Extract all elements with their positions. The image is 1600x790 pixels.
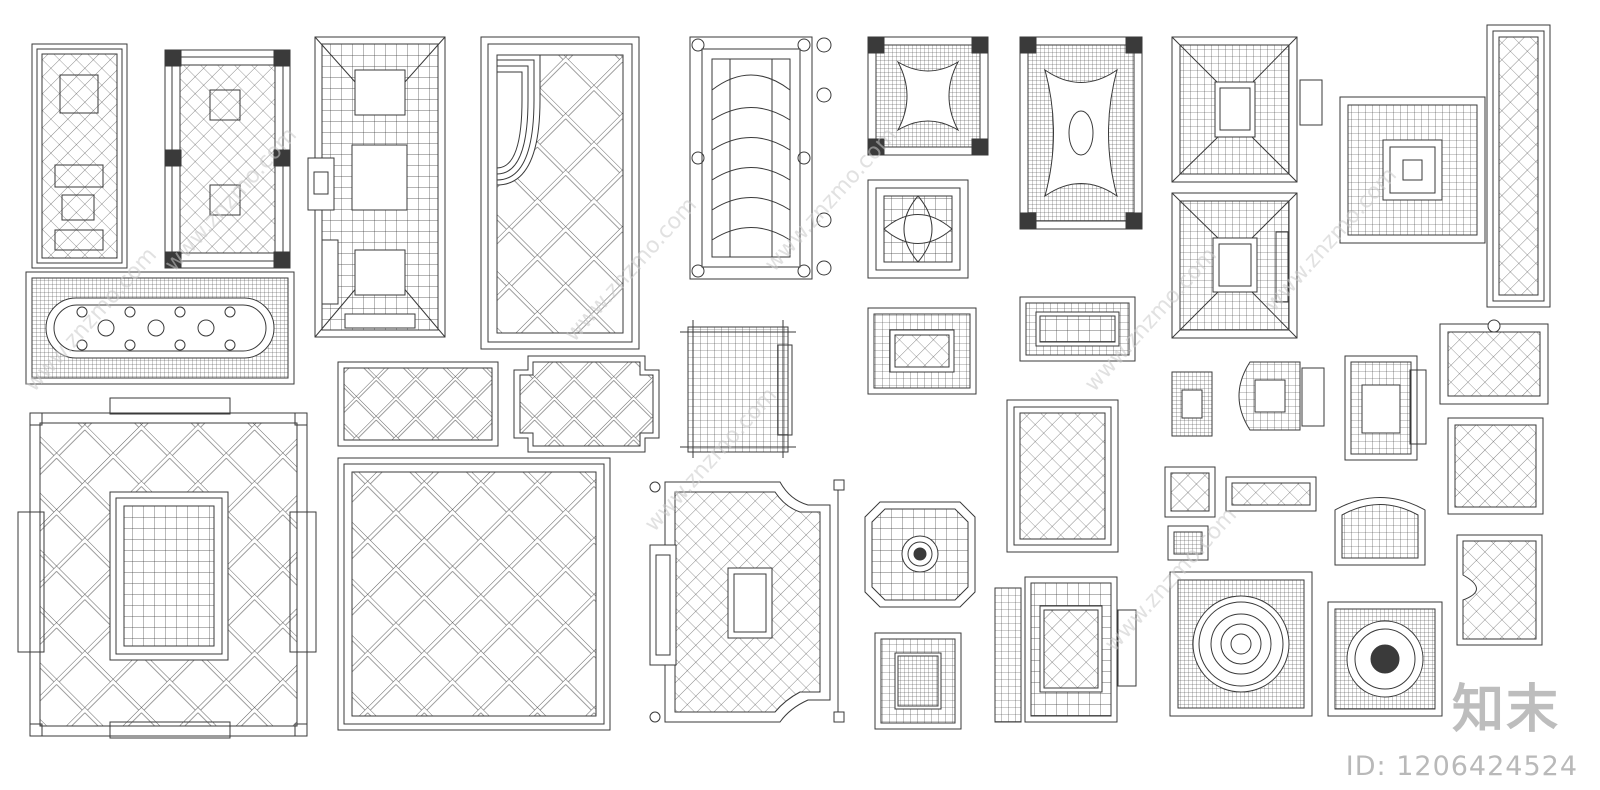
plan-living-grid <box>307 36 446 338</box>
plan-bedroom-grid <box>994 576 1137 723</box>
plan-dining-tall <box>31 43 128 269</box>
plan-circular-medallion <box>1169 571 1313 717</box>
plan-small-grid-b <box>1164 466 1216 518</box>
plan-rect-diamond-tall <box>1006 399 1119 553</box>
plan-concave-b <box>1447 417 1544 515</box>
plan-concave-a <box>1439 319 1549 405</box>
plan-diamond-strip-b <box>513 355 660 453</box>
plan-pyramid-a <box>1171 36 1323 183</box>
brand-logo: 知末 <box>1451 680 1560 740</box>
plan-oval-rect <box>1019 36 1143 230</box>
plan-compass-medallion <box>1327 601 1443 717</box>
image-id-label: ID: 1206424524 <box>1345 751 1578 782</box>
plan-curved-diamond <box>480 36 640 350</box>
plan-arch-top <box>1334 497 1426 566</box>
plan-notched-room <box>649 479 845 723</box>
plan-cross-square <box>1339 96 1486 244</box>
plan-rounded-grid <box>1238 361 1325 431</box>
plan-large-diamond-room <box>17 397 317 739</box>
plan-rect-bordered-b <box>1019 296 1136 362</box>
plan-dining-room <box>1344 355 1427 461</box>
plan-small-square-grid <box>874 632 962 730</box>
plan-strip-small <box>1225 476 1317 512</box>
plan-rect-bordered-a <box>867 307 977 395</box>
plan-small-grid-a <box>1171 371 1213 437</box>
plan-arched-panel <box>689 36 832 280</box>
plan-diamond-strip-a <box>337 361 499 447</box>
plan-curve-cut <box>1456 534 1543 646</box>
plan-square-arc <box>867 179 969 279</box>
plan-large-diamond-square <box>337 457 611 731</box>
plan-oval-medallion <box>25 271 295 385</box>
plan-ornate-tall <box>164 49 291 269</box>
plan-square-ornate <box>867 36 989 156</box>
plan-pyramid-b <box>1171 192 1298 339</box>
plan-tiny-square <box>1167 525 1209 561</box>
plan-octagon-medallion <box>864 501 976 608</box>
plan-tall-diamond <box>1486 24 1551 308</box>
plan-dense-grid <box>680 320 796 458</box>
